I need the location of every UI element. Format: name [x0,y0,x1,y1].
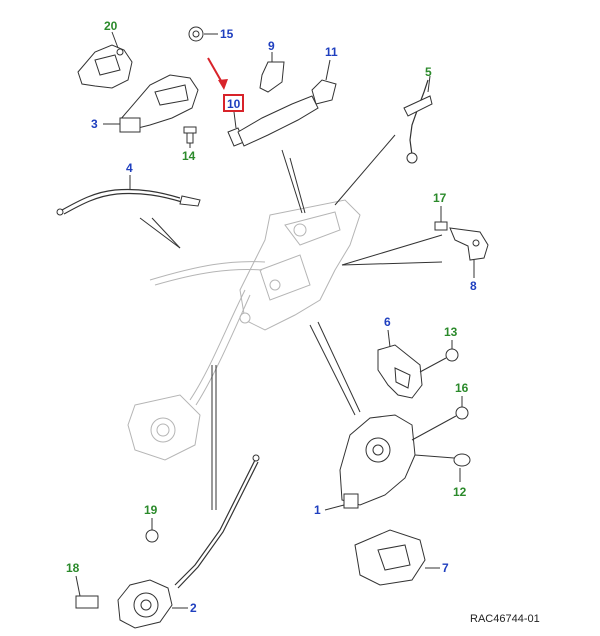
part-12-clip [414,453,471,482]
part-14-screw [183,126,197,148]
callout-15: 15 [220,27,234,41]
part-1-latch [324,414,416,511]
part-16-grommet [411,396,469,441]
callout-labels: 20 15 9 11 5 3 14 4 17 8 6 13 16 12 1 19… [66,19,477,615]
part-11-handle-cap [311,59,337,105]
callout-19: 19 [144,503,158,517]
callout-17: 17 [433,191,447,205]
callout-20: 20 [104,19,118,33]
part-3-handle-frame [103,74,199,133]
callout-18: 18 [66,561,80,575]
callout-1: 1 [314,503,321,517]
callout-14: 14 [182,149,196,163]
callout-9: 9 [268,39,275,53]
callout-5: 5 [425,65,432,79]
callout-13: 13 [444,325,458,339]
callout-7: 7 [442,561,449,575]
callout-6: 6 [384,315,391,329]
callout-16: 16 [455,381,469,395]
part-7-cover [354,529,440,586]
callout-3: 3 [91,117,98,131]
part-17-bolt [434,206,448,231]
part-15-nut [188,26,218,42]
part-13-grommet [419,340,459,373]
part-4-cable [56,175,201,216]
part-9-bezel [259,52,285,93]
highlight-arrow [207,57,228,90]
ghost-door-module [127,199,361,461]
callout-12: 12 [453,485,467,499]
part-19-grommet [145,518,159,543]
callout-4: 4 [126,161,133,175]
callout-10: 10 [227,97,241,111]
reference-code: RAC46744-01 [470,613,540,625]
part-20-bracket [77,31,133,89]
callout-8: 8 [470,279,477,293]
callout-2: 2 [190,601,197,615]
callout-10-highlight-box [223,94,244,112]
lower-cables [174,454,260,589]
callout-11: 11 [325,45,338,59]
part-5-rod [403,75,433,164]
outer-handle-body [237,95,319,147]
part-6-shield [377,329,423,399]
part-8-bracket [449,227,489,278]
part-2-actuator [117,579,188,629]
part-18-connector [75,575,99,609]
leader-lines [139,134,443,510]
